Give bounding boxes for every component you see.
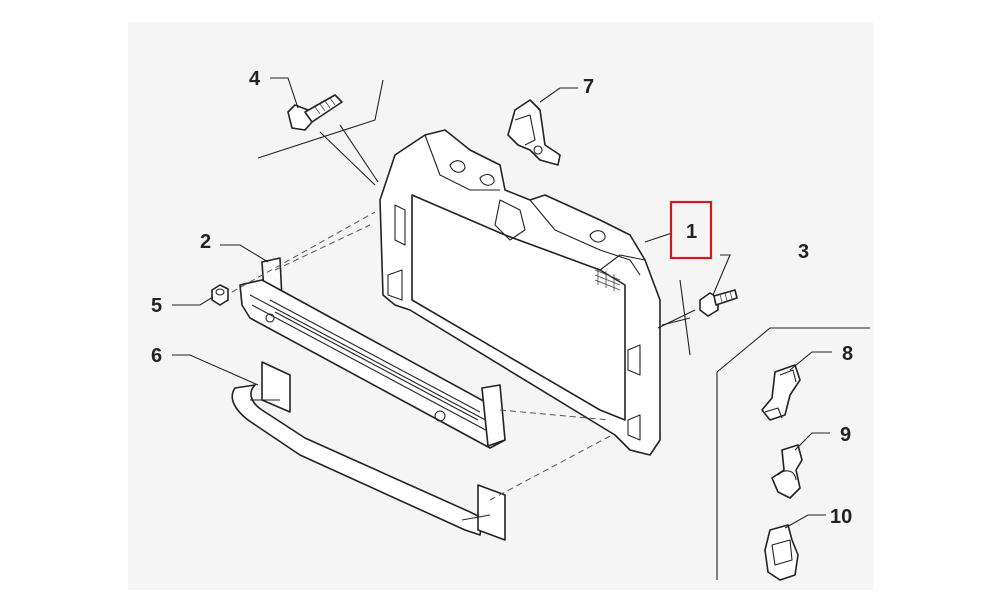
leader-line xyxy=(172,296,214,306)
group-bracket-line xyxy=(716,327,870,373)
callout-5[interactable]: 5 xyxy=(151,295,162,317)
callout-4[interactable]: 4 xyxy=(249,68,261,90)
leader-line xyxy=(172,354,259,386)
clip[interactable] xyxy=(771,444,803,499)
lower-crossmember[interactable] xyxy=(231,361,506,541)
leader-line xyxy=(784,514,826,529)
leader-line xyxy=(220,244,269,263)
assembly-line xyxy=(274,224,371,271)
callout-1[interactable]: 1 xyxy=(686,221,697,243)
group-bracket-line xyxy=(679,279,691,356)
leader-line xyxy=(270,77,299,109)
callout-10[interactable]: 10 xyxy=(830,506,852,528)
bolt[interactable] xyxy=(287,94,343,131)
bracket[interactable] xyxy=(507,99,561,166)
callout-highlight-box xyxy=(669,200,713,260)
callout-7[interactable]: 7 xyxy=(583,76,594,98)
leader-line xyxy=(712,254,731,296)
group-leader-line xyxy=(319,131,376,186)
leader-line xyxy=(794,432,830,451)
screw[interactable] xyxy=(699,289,738,317)
assembly-line xyxy=(499,409,611,421)
leader-line xyxy=(644,232,673,243)
bumper-reinforcement-beam[interactable] xyxy=(239,257,506,449)
callout-2[interactable]: 2 xyxy=(200,231,211,253)
group-bracket-line xyxy=(257,79,384,159)
assembly-line xyxy=(489,434,613,501)
callout-6[interactable]: 6 xyxy=(151,345,162,367)
callout-8[interactable]: 8 xyxy=(842,343,853,365)
callout-3[interactable]: 3 xyxy=(798,241,809,263)
clip[interactable] xyxy=(764,524,799,581)
leader-line xyxy=(539,87,578,103)
clip[interactable] xyxy=(761,364,801,421)
nut[interactable] xyxy=(211,284,229,306)
callout-9[interactable]: 9 xyxy=(840,424,851,446)
front-panel-frame[interactable] xyxy=(379,129,661,456)
leader-line xyxy=(789,351,832,371)
group-leader-line xyxy=(339,124,379,183)
assembly-line xyxy=(231,211,376,293)
